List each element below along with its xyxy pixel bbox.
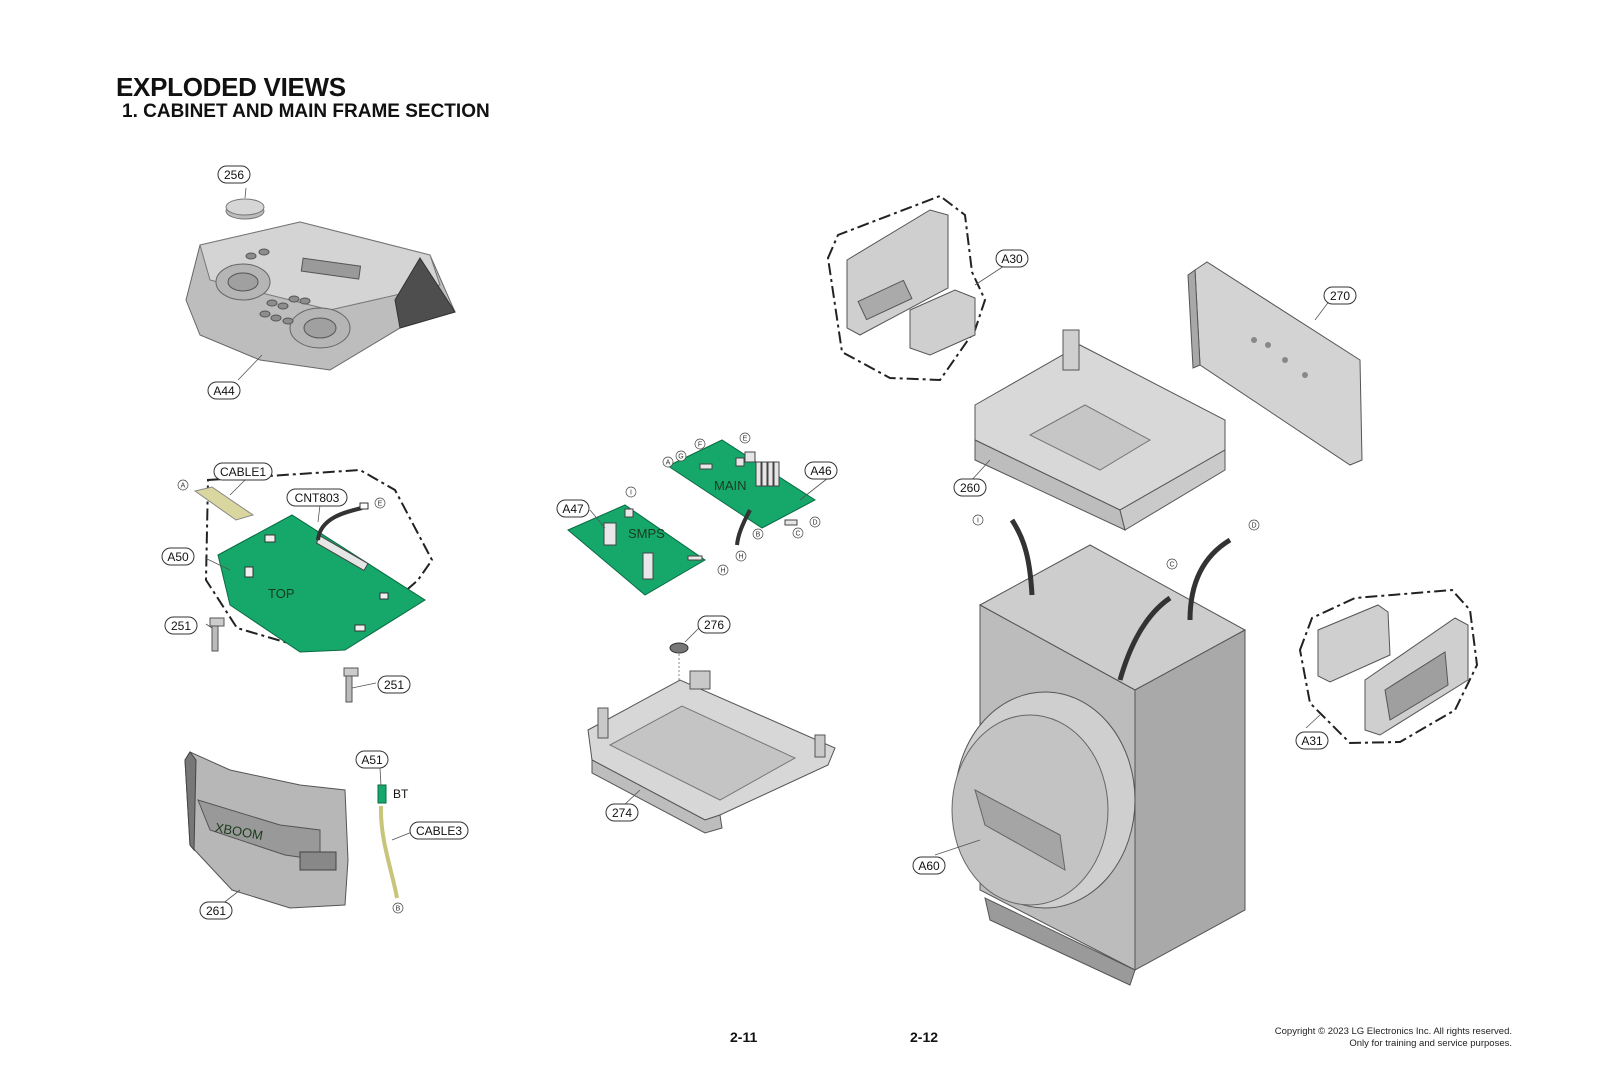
callout-CABLE1: CABLE1 — [213, 462, 273, 481]
svg-text:CNT803: CNT803 — [295, 491, 340, 505]
part-260-chassis — [974, 329, 1226, 531]
board-label-top: TOP — [268, 586, 295, 601]
connector-G: G — [678, 454, 683, 461]
part-A60-speaker-enclosure — [951, 518, 1247, 986]
callout-260: 260 — [953, 478, 987, 497]
connector-C-speaker: C — [1169, 562, 1174, 569]
section-subtitle: 1. CABINET AND MAIN FRAME SECTION — [122, 101, 490, 122]
svg-text:260: 260 — [960, 481, 980, 495]
connector-H-smps: H — [720, 568, 725, 575]
part-CABLE1 — [193, 486, 255, 521]
board-label-main: MAIN — [714, 478, 747, 493]
part-256-knob — [225, 198, 265, 220]
callout-A51: A51 — [355, 750, 389, 769]
part-A30-panel — [826, 194, 987, 382]
part-A50-top-pcb — [204, 468, 434, 653]
svg-text:A31: A31 — [1301, 734, 1323, 748]
connector-C: C — [795, 531, 800, 538]
callout-270: 270 — [1323, 286, 1357, 305]
connector-markers — [177, 432, 1260, 914]
svg-text:274: 274 — [612, 806, 632, 820]
callout-A30: A30 — [995, 249, 1029, 268]
board-label-smps: SMPS — [628, 526, 665, 541]
connector-I: I — [630, 490, 632, 497]
svg-text:251: 251 — [171, 619, 191, 633]
part-270-rear-panel — [1187, 261, 1363, 466]
connector-A: A — [181, 483, 186, 490]
connector-B-cable3: B — [396, 906, 401, 913]
svg-text:A47: A47 — [562, 502, 584, 516]
part-A47-smps-pcb — [567, 504, 706, 596]
callout-261: 261 — [199, 901, 233, 920]
connector-D-speaker: D — [1251, 523, 1256, 530]
svg-text:A44: A44 — [213, 384, 235, 398]
svg-text:276: 276 — [704, 618, 724, 632]
connector-D: D — [812, 520, 817, 527]
svg-text:251: 251 — [384, 678, 404, 692]
callout-CABLE3: CABLE3 — [409, 821, 469, 840]
part-261-front-bezel: XBOOM — [184, 751, 349, 909]
connector-B: B — [756, 532, 761, 539]
part-CABLE3 — [378, 805, 399, 899]
page-title: EXPLODED VIEWS — [116, 72, 346, 102]
callout-A47: A47 — [556, 499, 590, 518]
part-251-bracket-b — [343, 667, 359, 703]
svg-text:A46: A46 — [810, 464, 832, 478]
connector-F: F — [698, 442, 702, 449]
callout-A44: A44 — [207, 381, 241, 400]
connector-I-speaker: I — [977, 518, 979, 525]
copyright-line-1: Copyright © 2023 LG Electronics Inc. All… — [1274, 1026, 1512, 1037]
copyright-notice: Copyright © 2023 LG Electronics Inc. All… — [1275, 1026, 1512, 1050]
callout-CNT803: CNT803 — [286, 488, 348, 507]
svg-text:256: 256 — [224, 168, 244, 182]
part-274-main-frame — [587, 670, 836, 834]
callout-A31: A31 — [1295, 731, 1329, 750]
part-A46-main-pcb — [666, 439, 816, 546]
connector-labels: A E A G F E I B C D H H I C D B — [181, 436, 1257, 913]
svg-text:CABLE1: CABLE1 — [220, 465, 266, 479]
svg-text:CABLE3: CABLE3 — [416, 824, 462, 838]
part-251-bracket-a — [209, 617, 225, 652]
svg-text:A30: A30 — [1001, 252, 1023, 266]
connector-H-main: H — [738, 554, 743, 561]
page-number-left: 2-11 — [730, 1029, 758, 1045]
page-number-right: 2-12 — [910, 1029, 939, 1045]
callout-A50: A50 — [161, 547, 195, 566]
copyright-line-2: Only for training and service purposes. — [1349, 1038, 1512, 1049]
callout-A60: A60 — [912, 856, 946, 875]
connector-E: E — [378, 501, 383, 508]
svg-text:A50: A50 — [167, 550, 189, 564]
callout-256: 256 — [217, 165, 251, 184]
part-A51-bt-module — [377, 784, 387, 804]
svg-text:A60: A60 — [918, 859, 940, 873]
part-A31-panel — [1298, 588, 1479, 745]
callout-274: 274 — [605, 803, 639, 822]
part-276-grommet — [669, 642, 689, 740]
svg-text:270: 270 — [1330, 289, 1350, 303]
svg-text:261: 261 — [206, 904, 226, 918]
callout-276: 276 — [697, 615, 731, 634]
callout-A46: A46 — [804, 461, 838, 480]
callout-251-a: 251 — [164, 616, 198, 635]
svg-text:A51: A51 — [361, 753, 383, 767]
connector-A-main: A — [666, 460, 671, 467]
callout-251-b: 251 — [377, 675, 411, 694]
part-A44-top-cabinet — [185, 221, 456, 371]
connector-E-main: E — [743, 436, 748, 443]
board-label-bt: BT — [393, 787, 409, 801]
